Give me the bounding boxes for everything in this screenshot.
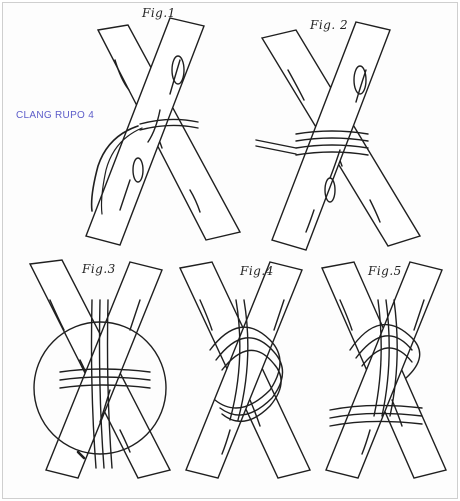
watermark-text: CLANG RUPO 4: [16, 110, 94, 121]
fig5-label: Fig.5: [368, 264, 402, 278]
fig1-label: Fig.1: [142, 6, 176, 20]
fig4-label: Fig.4: [240, 264, 274, 278]
fig3-drawing: [30, 260, 170, 478]
fig4-drawing: [180, 262, 310, 478]
fig5-drawing: [322, 262, 446, 478]
fig1-drawing: [86, 18, 240, 245]
fig3-label: Fig.3: [82, 262, 116, 276]
fig2-drawing: [256, 22, 420, 250]
fig2-label: Fig. 2: [310, 18, 348, 32]
